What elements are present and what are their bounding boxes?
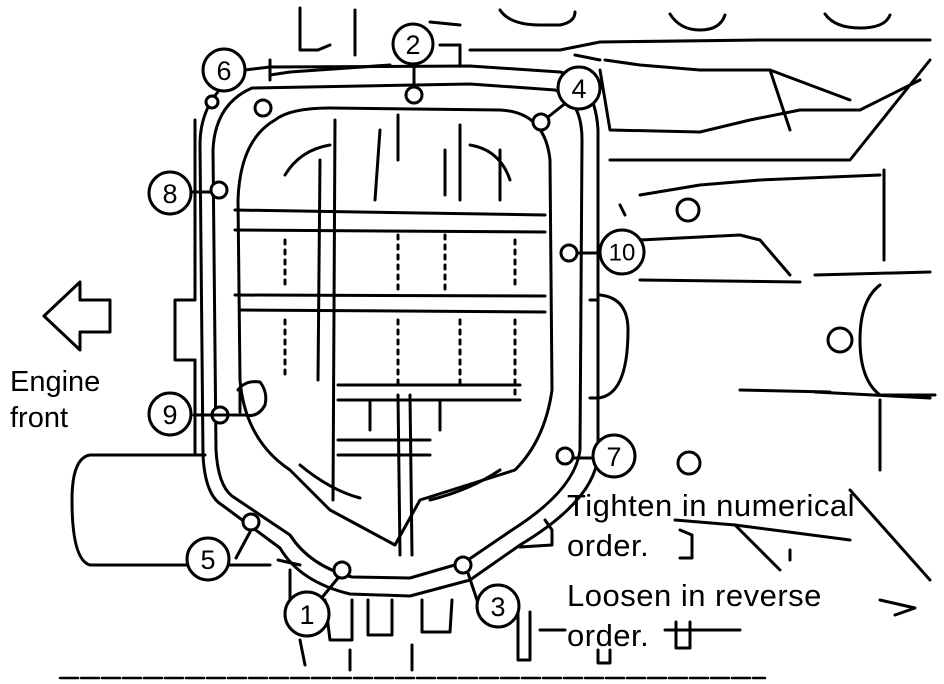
callout-7-label: 7 bbox=[606, 442, 621, 472]
callout-7: 7 bbox=[591, 433, 637, 479]
callout-2-label: 2 bbox=[405, 30, 420, 60]
callout-8: 8 bbox=[147, 170, 193, 216]
bolt-holes bbox=[204, 85, 579, 580]
loosen-instruction-line1: Loosen in reverse bbox=[567, 578, 822, 613]
pan-body bbox=[233, 106, 554, 557]
callout-2: 2 bbox=[391, 22, 435, 66]
bolt-hole-8 bbox=[209, 180, 229, 200]
tighten-instruction-line2: order. bbox=[567, 528, 650, 563]
bolt-hole-4 bbox=[531, 112, 551, 132]
front-housing bbox=[70, 118, 302, 567]
pan-flange-outer bbox=[198, 64, 600, 598]
bolt-hole-10 bbox=[559, 243, 579, 263]
bolt-hole-5 bbox=[241, 512, 261, 532]
callout-5: 5 bbox=[185, 536, 231, 582]
tighten-instruction-line1: Tighten in numerical bbox=[567, 488, 855, 523]
callout-4: 4 bbox=[556, 65, 602, 111]
engine-front-line2: front bbox=[10, 402, 69, 435]
callout-10-label: 10 bbox=[609, 240, 636, 267]
engine-front-line1: Engine bbox=[10, 366, 101, 398]
callout-6: 6 bbox=[201, 47, 247, 93]
left-arrow-outline-icon bbox=[42, 280, 112, 352]
callout-1: 1 bbox=[283, 590, 331, 638]
callout-3-label: 3 bbox=[490, 592, 505, 622]
callout-9-label: 9 bbox=[162, 400, 177, 430]
callout-3: 3 bbox=[475, 583, 521, 629]
bolt-hole-extra bbox=[204, 94, 220, 110]
callout-1-label: 1 bbox=[299, 600, 314, 630]
bolt-hole-3 bbox=[453, 555, 473, 575]
callout-9: 9 bbox=[147, 391, 193, 437]
callout-8-label: 8 bbox=[162, 179, 177, 209]
loosen-instruction-line2: order. bbox=[567, 618, 650, 653]
bolt-hole-6 bbox=[253, 98, 273, 118]
callout-4-label: 4 bbox=[571, 74, 586, 104]
bolt-hole-1 bbox=[332, 560, 352, 580]
bolt-hole-7 bbox=[555, 446, 575, 466]
note-leaders bbox=[538, 518, 917, 665]
block-holes bbox=[675, 197, 854, 476]
drain-plug bbox=[230, 380, 268, 417]
callout-5-label: 5 bbox=[200, 545, 215, 575]
engine-front-label: Engine front bbox=[10, 364, 100, 437]
callout-10: 10 bbox=[598, 228, 646, 276]
callout-6-label: 6 bbox=[216, 56, 231, 86]
engine-block-outline bbox=[268, 6, 937, 582]
bolt-hole-2 bbox=[404, 85, 424, 105]
